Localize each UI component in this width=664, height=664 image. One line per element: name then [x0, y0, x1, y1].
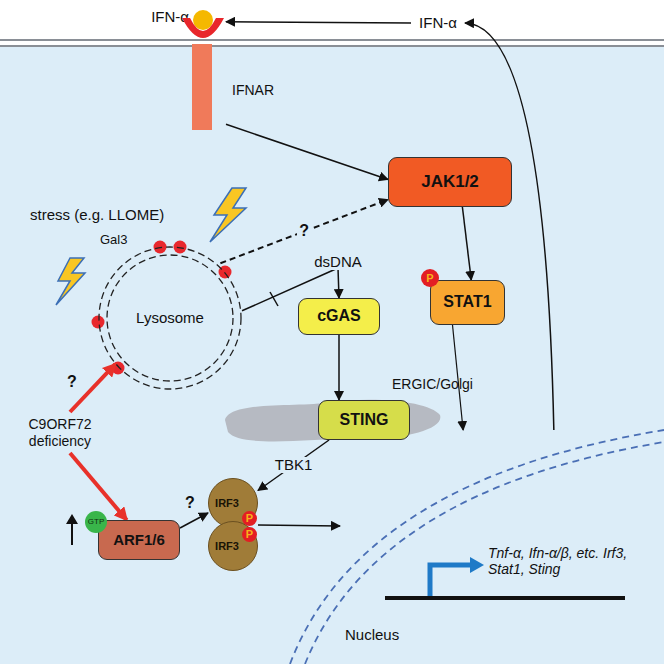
node-text: cGAS [317, 307, 361, 325]
arrow-connector [180, 513, 208, 528]
p-node: P [421, 269, 439, 287]
node-text: STING [340, 411, 389, 429]
p-node: P [242, 511, 257, 526]
arrow-connector [258, 440, 329, 491]
nuclear-envelope-outer [290, 430, 664, 664]
box-node: STING [318, 400, 410, 440]
break-mark [270, 292, 278, 306]
node-text: Tnf-α, Ifn-α/β, etc. Irf3, Stat1, Sting [488, 545, 648, 577]
golgi-membrane [225, 400, 440, 442]
arrow-connector [465, 23, 554, 430]
gtp-node: GTP [85, 511, 107, 533]
receptor-cup [182, 18, 224, 38]
node-text: STAT1 [443, 293, 491, 311]
node-text: P [426, 273, 433, 284]
node-text: IRF3 [215, 497, 239, 510]
box-node: JAK1/2 [388, 157, 512, 207]
node-text: Lysosome [136, 309, 204, 326]
node-text: P [246, 513, 253, 524]
up-arrow [71, 522, 73, 545]
node-text: GTP [88, 518, 104, 526]
membrane-line [0, 39, 664, 41]
box-node: cGAS [298, 298, 380, 335]
arrow-connector [462, 207, 471, 280]
nuc-node: Tnf-α, Ifn-α/β, etc. Irf3, Stat1, StingN… [340, 430, 664, 664]
gal3-dot [174, 241, 187, 254]
gal3-dot [154, 241, 167, 254]
node-text: IFN-α [151, 8, 189, 25]
arrow-connector [70, 453, 127, 520]
plain-node: IFN-α [411, 10, 465, 36]
node-text: C9ORF72 deficiency [10, 416, 110, 448]
lysosome-outer [99, 247, 241, 389]
transcription-arrow [430, 565, 472, 596]
membrane-line [0, 45, 664, 47]
up-arrow-head [66, 514, 78, 524]
plain-node: C9ORF72 deficiency [10, 412, 110, 453]
lyso-node: Lysosome [98, 246, 242, 390]
gal3-dot [92, 316, 105, 329]
arrow-connector [258, 524, 340, 526]
edge-label: ? [297, 223, 311, 239]
gene-line [385, 596, 625, 600]
box-node: ARF1/6GTP [98, 520, 180, 560]
extracellular-space [0, 0, 664, 40]
node-text: JAK1/2 [421, 172, 479, 192]
edge-label: TBK1 [273, 457, 315, 473]
lightning-bolt [56, 258, 85, 305]
receptor-stem [192, 44, 212, 130]
arrow-connector [226, 124, 388, 179]
node-text: P [246, 529, 253, 540]
annotation-label: Gal3 [100, 232, 127, 247]
annotation-label: ERGIC/Golgi [392, 376, 473, 392]
node-text: Nucleus [345, 626, 399, 643]
node-text: IFN-α [419, 14, 457, 31]
lightning-bolt [210, 188, 246, 242]
rec-node: IFNAR [180, 16, 226, 130]
node-text: IFNAR [232, 82, 274, 98]
lysosome-inner [107, 255, 233, 381]
edge-label: dsDNA [312, 254, 364, 270]
arrow-connector [338, 335, 340, 400]
edge-label: ? [65, 374, 79, 390]
box-node: STAT1P [430, 280, 505, 325]
nuclear-envelope-inner [305, 442, 664, 664]
p-node: P [242, 527, 257, 542]
annotation-label: stress (e.g. LLOME) [30, 206, 164, 223]
node-text: IRF3 [215, 540, 239, 553]
lig-node: IFN-α [193, 10, 213, 30]
arrow-connector [226, 22, 411, 23]
node-text: ARF1/6 [113, 531, 165, 548]
edge-label: ? [183, 495, 197, 511]
transcription-arrow-head [470, 557, 484, 573]
cytoplasm [0, 46, 664, 664]
receptor-shape [180, 16, 226, 130]
